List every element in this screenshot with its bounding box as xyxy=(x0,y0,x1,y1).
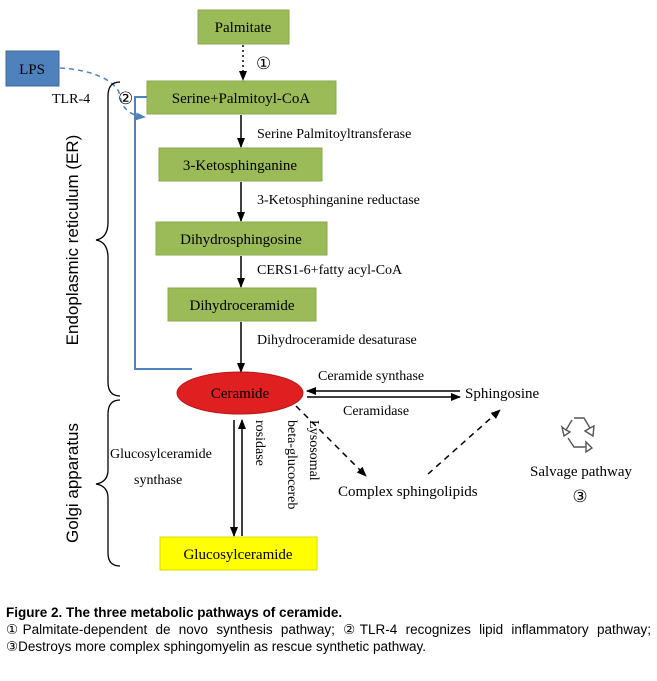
ketosphinganine-reductase-label: 3-Ketosphinganine reductase xyxy=(257,193,420,208)
dihydrosphingosine-label: Dihydrosphingosine xyxy=(180,232,302,248)
lysosomal-label-1: Lysosomal xyxy=(306,420,321,481)
serine-palmitoyl-coa-node: Serine+Palmitoyl-CoA xyxy=(146,80,337,115)
golgi-brace xyxy=(95,399,121,567)
ceramide-label: Ceramide xyxy=(211,386,270,402)
tlr4-label: TLR-4 xyxy=(52,92,90,107)
marker-3: ③ xyxy=(572,487,587,506)
er-label: Endoplasmic reticulum (ER) xyxy=(63,135,82,346)
glucosylceramide-synthase-label-2: synthase xyxy=(134,473,182,488)
serine-palmitoyltransferase-label: Serine Palmitoyltransferase xyxy=(257,127,411,142)
ceramidase-label: Ceramidase xyxy=(343,404,409,419)
lps-node: LPS xyxy=(5,50,60,87)
er-brace xyxy=(95,81,121,397)
caption-title: Figure 2. The three metabolic pathways o… xyxy=(6,605,343,620)
glucosylceramide-node: Glucosylceramide xyxy=(159,536,318,571)
cers-label: CERS1-6+fatty acyl-CoA xyxy=(257,263,403,278)
arrow-complex-sphingosine xyxy=(427,409,501,475)
lps-tlr4-arrow xyxy=(59,67,146,121)
golgi-label: Golgi apparatus xyxy=(63,423,82,543)
lps-label: LPS xyxy=(19,62,45,78)
complex-sphingolipids-label: Complex sphingolipids xyxy=(338,484,478,500)
dihydroceramide-desaturase-label: Dihydroceramide desaturase xyxy=(257,333,417,348)
figure-caption: Figure 2. The three metabolic pathways o… xyxy=(6,604,651,655)
arrow-ceramide-complex xyxy=(295,405,367,477)
marker-2: ② xyxy=(118,89,133,108)
palmitate-label: Palmitate xyxy=(215,20,272,36)
dihydroceramide-node: Dihydroceramide xyxy=(167,287,317,322)
ketosphinganine-label: 3-Ketosphinganine xyxy=(183,158,297,174)
sphingosine-label: Sphingosine xyxy=(465,386,540,402)
glucosylceramide-label: Glucosylceramide xyxy=(183,547,292,563)
glucosylceramide-synthase-label-1: Glucosylceramide xyxy=(110,447,212,462)
ceramide-node: Ceramide xyxy=(176,371,304,415)
serine-palmitoyl-coa-label: Serine+Palmitoyl-CoA xyxy=(172,91,311,107)
palmitate-node: Palmitate xyxy=(197,9,290,45)
caption-body: ①Palmitate-dependent de novo synthesis p… xyxy=(6,622,651,654)
ceramide-synthase-label: Ceramide synthase xyxy=(318,369,424,384)
lysosomal-label-3: rosidase xyxy=(252,420,267,466)
lysosomal-label-2: beta-glucocereb xyxy=(284,420,299,509)
marker-1: ① xyxy=(256,54,271,73)
tlr4-bypass-line xyxy=(134,96,192,370)
ketosphinganine-node: 3-Ketosphinganine xyxy=(158,147,323,182)
ceramide-pathway-diagram: Palmitate ① Serine+Palmitoyl-CoA LPS TLR… xyxy=(5,9,633,571)
dihydrosphingosine-node: Dihydrosphingosine xyxy=(155,221,328,256)
salvage-pathway-label: Salvage pathway xyxy=(530,464,633,480)
dihydroceramide-label: Dihydroceramide xyxy=(190,298,295,314)
recycle-icon xyxy=(560,417,595,454)
